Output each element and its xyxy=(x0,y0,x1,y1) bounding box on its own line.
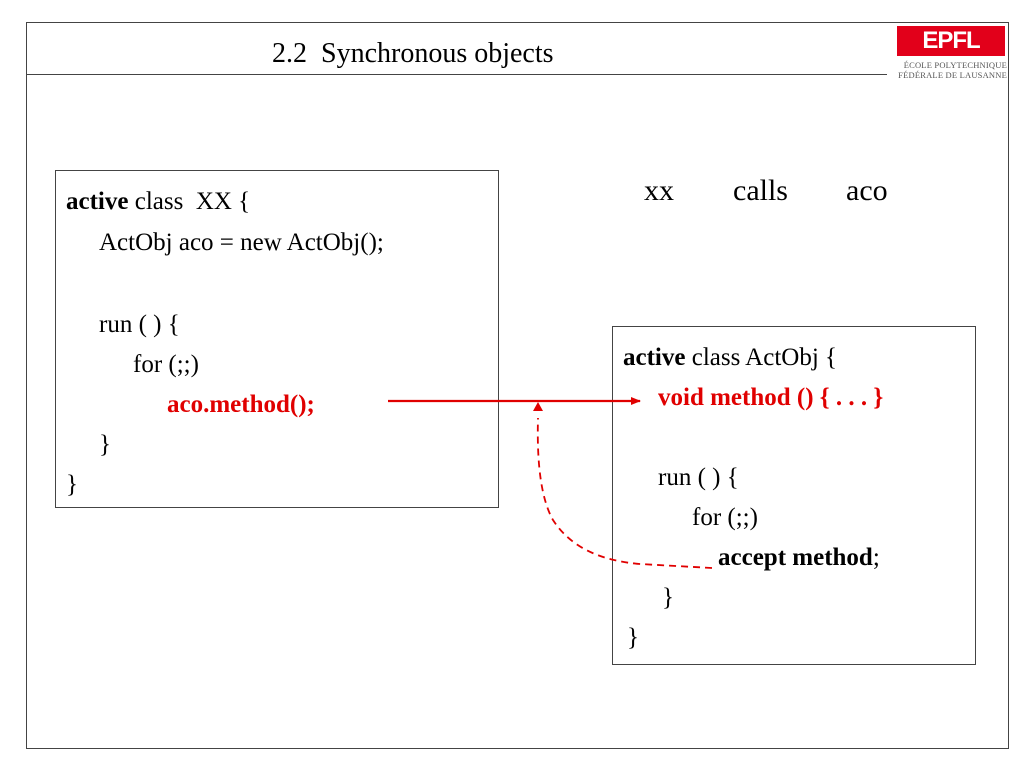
xx-for-loop: for (;;) xyxy=(133,351,199,378)
logo-letters: EPFL xyxy=(922,27,980,54)
actobj-run-close-brace: } xyxy=(662,584,674,611)
caption-xx: xx xyxy=(644,174,674,207)
active-class-xx-box: active class XX { ActObj aco = new ActOb… xyxy=(55,170,499,508)
accept-dashed-arrow xyxy=(536,417,713,569)
active-keyword: active xyxy=(66,188,129,215)
accept-arrowhead xyxy=(533,402,543,411)
accept-method-keyword: accept method xyxy=(718,544,873,571)
slide-title: 2.2 Synchronous objects xyxy=(272,38,554,69)
actobj-class-name: class ActObj { xyxy=(685,344,838,371)
xx-class-close-brace: } xyxy=(66,471,78,498)
aco-method-call: aco.method(); xyxy=(167,391,315,418)
slide-frame xyxy=(26,22,1009,749)
active-keyword: active xyxy=(623,344,686,371)
actobj-class-declaration: active class ActObj { xyxy=(623,345,837,370)
actobj-run-method: run ( ) { xyxy=(658,464,739,491)
actobj-class-close-brace: } xyxy=(627,624,639,651)
epfl-logo: EPFL ÉCOLE POLYTECHNIQUE FÉDÉRALE DE LAU… xyxy=(887,24,1007,86)
title-underline xyxy=(26,74,887,75)
accept-method-statement: accept method; xyxy=(718,545,880,570)
xx-run-method: run ( ) { xyxy=(99,311,180,338)
logo-line-2: FÉDÉRALE DE LAUSANNE xyxy=(898,70,1007,80)
logo-red-block xyxy=(897,26,1005,56)
accept-semicolon: ; xyxy=(872,544,880,571)
caption-calls: calls xyxy=(733,174,788,207)
xx-run-close-brace: } xyxy=(99,431,111,458)
caption-aco: aco xyxy=(846,174,888,207)
xx-class-declaration: active class XX { xyxy=(66,189,250,214)
logo-line-1: ÉCOLE POLYTECHNIQUE xyxy=(903,60,1007,70)
aco-field-declaration: ActObj aco = new ActObj(); xyxy=(99,229,384,256)
void-method-definition: void method () { . . . } xyxy=(658,384,884,411)
actobj-for-loop: for (;;) xyxy=(692,504,758,531)
xx-class-name: class XX { xyxy=(128,188,251,215)
active-class-actobj-box: active class ActObj { void method () { .… xyxy=(612,326,976,665)
